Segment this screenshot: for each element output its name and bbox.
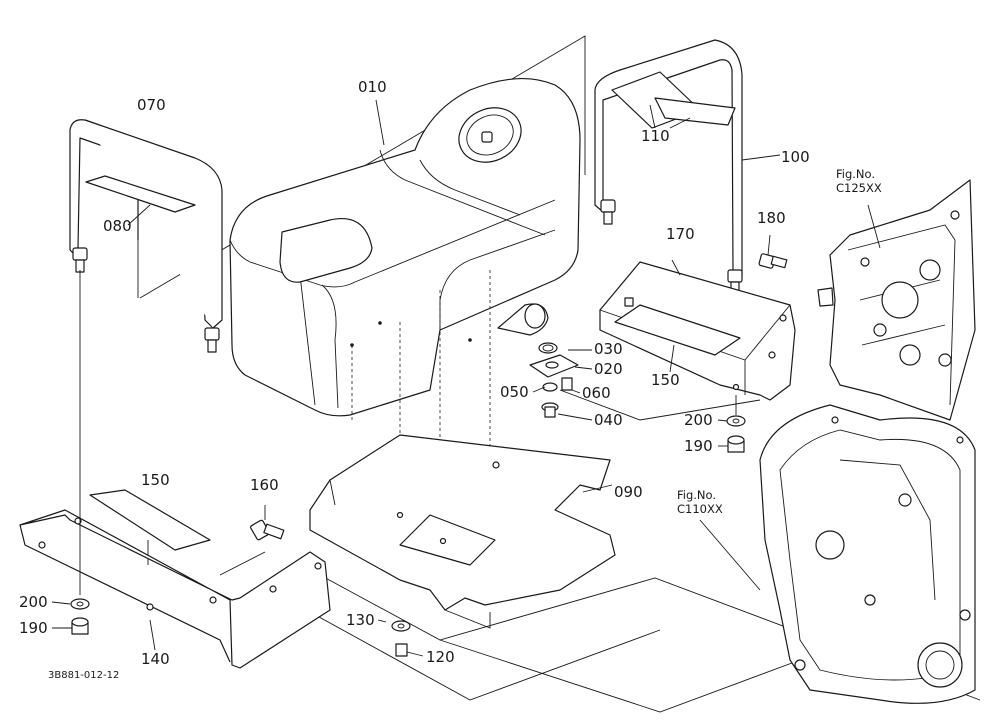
label-200-left: 200 (19, 593, 48, 611)
bolt-070-right (204, 327, 220, 353)
figure-ref-c125-code: C125XX (836, 181, 882, 196)
bracket-100 (594, 39, 781, 277)
label-140: 140 (141, 650, 170, 668)
label-040: 040 (594, 411, 623, 429)
bracket-070 (69, 119, 223, 329)
label-180: 180 (757, 209, 786, 227)
bolt-180 (758, 253, 788, 269)
bolt-160 (250, 519, 285, 541)
label-190-left: 190 (19, 619, 48, 637)
oring-030 (538, 342, 558, 354)
label-060: 060 (582, 384, 611, 402)
label-130: 130 (346, 611, 375, 629)
label-050: 050 (500, 383, 529, 401)
leader-110a (649, 104, 656, 129)
bolt-070-left (72, 247, 88, 273)
bolt-120 (395, 643, 408, 657)
drawing-code: 3B881-012-12 (48, 670, 120, 681)
figure-ref-c125: Fig.No. C125XX (836, 167, 882, 196)
figure-ref-c125-label: Fig.No. (836, 167, 876, 181)
label-110: 110 (641, 127, 670, 145)
label-150-left: 150 (141, 471, 170, 489)
leader-150-right (669, 344, 675, 373)
leader-170 (671, 259, 681, 276)
nut-190-left (71, 617, 89, 635)
label-150-right: 150 (651, 371, 680, 389)
label-010: 010 (358, 78, 387, 96)
bolt-100-right (727, 269, 743, 295)
leader-c110 (699, 519, 761, 591)
label-080: 080 (103, 217, 132, 235)
leader-010 (375, 99, 385, 146)
figure-ref-c110-code: C110XX (677, 502, 723, 517)
label-100: 100 (781, 148, 810, 166)
label-070: 070 (137, 96, 166, 114)
washer-130 (391, 620, 411, 632)
housing-c110 (759, 404, 976, 704)
label-190-right: 190 (684, 437, 713, 455)
pad-150-left (89, 489, 211, 565)
label-030: 030 (594, 340, 623, 358)
leader-090 (582, 484, 613, 493)
bolt-100-left (600, 199, 616, 225)
fuel-tank-010 (229, 78, 581, 540)
washer-050 (542, 382, 558, 392)
support-170 (599, 261, 796, 401)
screw-060 (561, 377, 573, 391)
label-160: 160 (250, 476, 279, 494)
figure-ref-c110: Fig.No. C110XX (677, 488, 723, 517)
label-120: 120 (426, 648, 455, 666)
leader-080 (127, 204, 151, 226)
washer-200-left (70, 598, 90, 610)
washer-200-right (726, 415, 746, 427)
label-090: 090 (614, 483, 643, 501)
leader-110b (669, 117, 691, 129)
leader-140 (149, 619, 156, 651)
bolt-040 (541, 402, 559, 418)
figure-ref-c110-label: Fig.No. (677, 488, 717, 502)
label-200-right: 200 (684, 411, 713, 429)
gauge-020 (529, 354, 579, 378)
label-170: 170 (666, 225, 695, 243)
label-leaders (51, 234, 771, 657)
label-020: 020 (594, 360, 623, 378)
nut-190-right (727, 435, 745, 453)
housing-c125 (817, 179, 976, 421)
plate-090 (309, 434, 616, 629)
support-140 (19, 509, 331, 669)
leader-c125 (867, 204, 881, 249)
